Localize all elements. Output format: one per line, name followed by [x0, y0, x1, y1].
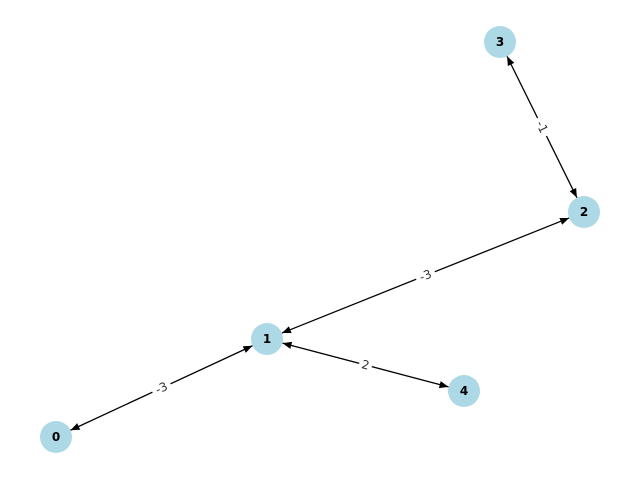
node-1: 1: [251, 323, 283, 355]
node-label: 1: [263, 332, 271, 346]
nodes-layer: 0 1 2 3 4: [40, 26, 600, 453]
node-circle: [568, 196, 600, 228]
edge-label-background: [149, 377, 174, 399]
edges-layer: [70, 56, 578, 431]
node-2: 2: [568, 196, 600, 228]
edge-label-text: 2: [360, 357, 371, 372]
edge-label-background: [413, 265, 438, 286]
node-label: 4: [460, 384, 468, 398]
edge-label-1-4: 2: [357, 356, 374, 374]
node-circle: [448, 375, 480, 407]
node-4: 4: [448, 375, 480, 407]
edge-label-background: [531, 114, 553, 140]
node-0: 0: [40, 421, 72, 453]
node-label: 3: [496, 35, 504, 49]
node-3: 3: [484, 26, 516, 58]
node-circle: [484, 26, 516, 58]
node-circle: [40, 421, 72, 453]
edge-label-background: [357, 356, 374, 374]
edge-label-text: -3: [417, 267, 433, 284]
node-circle: [251, 323, 283, 355]
edge-label-text: -1: [533, 119, 551, 136]
node-label: 0: [52, 430, 60, 444]
edge-label-text: -3: [153, 379, 170, 397]
edge-label-2-3: -1: [531, 114, 553, 140]
edge-labels-layer: -3 -3 -1 2: [149, 114, 553, 399]
edge-label-1-2: -3: [413, 265, 438, 286]
node-label: 2: [580, 205, 588, 219]
edge-label-0-1: -3: [149, 377, 174, 399]
